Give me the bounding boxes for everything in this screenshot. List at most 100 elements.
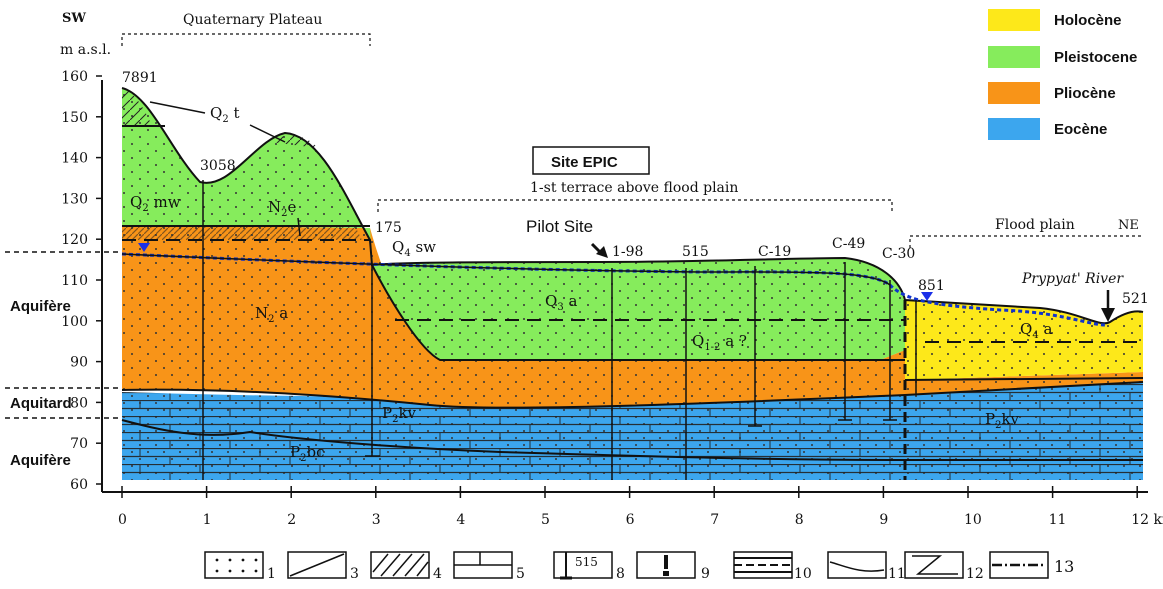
legend-swatch-pleistocene bbox=[988, 46, 1040, 68]
y-tick-label-120: 120 bbox=[61, 232, 88, 248]
y-tick-label-160: 160 bbox=[61, 69, 88, 85]
borehole-bottoms bbox=[365, 419, 897, 457]
pilot-site-arrow bbox=[590, 242, 602, 254]
legend-swatch-holocene bbox=[988, 9, 1040, 31]
symbol-10-label: 10 bbox=[794, 566, 812, 582]
x-tick-label-5: 5 bbox=[541, 512, 550, 528]
unit-p2kv-left: P2kv bbox=[382, 404, 417, 425]
symbol-12-label: 12 bbox=[966, 566, 984, 582]
n2e-band bbox=[122, 226, 362, 240]
y-tick-label-90: 90 bbox=[70, 355, 88, 371]
y-axis-ticks bbox=[96, 75, 102, 485]
floodplain-bracket bbox=[909, 235, 1143, 248]
unit-q2t-arrow bbox=[149, 101, 206, 114]
symbol-1-number: 1 bbox=[267, 566, 276, 582]
symbol-11-box bbox=[827, 551, 887, 579]
x-axis-ticks bbox=[121, 486, 1138, 498]
legend-label-holocene: Holocène bbox=[1054, 12, 1122, 29]
well-175: 175 bbox=[375, 220, 402, 236]
y-tick-label-70: 70 bbox=[70, 436, 88, 452]
water-level-marker-right bbox=[921, 292, 933, 301]
symbol-4-box bbox=[370, 551, 430, 579]
plateau-bracket bbox=[121, 33, 371, 46]
aquifere-bottom-label: Aquifère bbox=[10, 452, 71, 469]
boundaries bbox=[121, 87, 1144, 480]
y-tick-label-60: 60 bbox=[70, 477, 88, 493]
boreholes bbox=[202, 180, 917, 480]
unit-p2kv-right: P2kv bbox=[985, 410, 1020, 431]
symbol-9-label: 9 bbox=[701, 566, 710, 582]
unit-q2t: Q2 t bbox=[210, 104, 239, 125]
aquifer-dividers bbox=[5, 251, 122, 419]
water-level-marker-left bbox=[138, 243, 150, 252]
well-c-49: C-49 bbox=[832, 236, 865, 252]
symbol-4-hatch bbox=[372, 553, 429, 577]
legend-label-eocene: Eocène bbox=[1054, 121, 1107, 138]
unit-p2bc: P2bc bbox=[290, 443, 324, 464]
y-tick-label-80: 80 bbox=[70, 395, 88, 411]
internal-dashed bbox=[122, 239, 1143, 343]
x-tick-label-4: 4 bbox=[456, 512, 465, 528]
symbol-5-brick bbox=[454, 552, 512, 566]
ne-label: NE bbox=[1118, 218, 1139, 233]
y-tick-label-150: 150 bbox=[61, 110, 88, 126]
aquifere-top-label: Aquifère bbox=[10, 298, 71, 315]
well-c-19: C-19 bbox=[758, 244, 791, 260]
unit-q4sw: Q4 sw bbox=[392, 238, 436, 259]
river-arrowhead bbox=[1101, 308, 1115, 322]
well-7891: 7891 bbox=[122, 70, 158, 86]
symbol-1-box bbox=[204, 551, 264, 579]
terrace-bracket bbox=[377, 199, 893, 212]
symbol-8-number: 515 bbox=[575, 555, 598, 569]
x-tick-label-2: 2 bbox=[287, 512, 296, 528]
symbol-8-label: 8 bbox=[616, 566, 625, 582]
unit-label: m a.s.l. bbox=[60, 42, 111, 58]
unit-n2e-arrow bbox=[297, 217, 301, 237]
symbol-11-line bbox=[829, 561, 885, 572]
floodplain-label: Flood plain bbox=[995, 217, 1075, 233]
well-1-98: 1-98 bbox=[612, 244, 643, 260]
well-c-30: C-30 bbox=[882, 246, 915, 262]
x-tick-label-11: 11 bbox=[1049, 512, 1067, 528]
x-tick-label-6: 6 bbox=[626, 512, 635, 528]
symbol-10-lines bbox=[734, 557, 792, 573]
terrace-label: 1-st terrace above flood plain bbox=[530, 180, 738, 196]
x-tick-label-8: 8 bbox=[795, 512, 804, 528]
symbol-5-number: 5 bbox=[516, 566, 525, 582]
water-table-solid bbox=[121, 253, 891, 286]
symbol-9-dot bbox=[663, 571, 669, 576]
x-tick-label-12: 12 km bbox=[1131, 512, 1163, 528]
symbol-3-slash bbox=[289, 553, 345, 577]
x-tick-label-0: 0 bbox=[118, 512, 127, 528]
legend-label-pleistocene: Pleistocene bbox=[1054, 49, 1137, 66]
symbol-12-zigzag bbox=[912, 555, 958, 575]
unit-n2e: N2e bbox=[268, 198, 297, 219]
y-tick-label-140: 140 bbox=[61, 151, 88, 167]
plateau-label: Quaternary Plateau bbox=[183, 12, 322, 28]
legend: Holocène Pleistocene Pliocène Eocène bbox=[988, 9, 1137, 140]
q2t-lens bbox=[122, 88, 152, 126]
unit-q12a: Q1-2 a ? bbox=[692, 332, 747, 353]
y-tick-label-100: 100 bbox=[61, 314, 88, 330]
river-label: Prypyat' River bbox=[1021, 271, 1124, 287]
layer-eocene bbox=[122, 380, 1143, 480]
y-tick-label-110: 110 bbox=[61, 273, 88, 289]
symbol-13-label: 13 bbox=[1054, 557, 1074, 576]
symbol-1-dots bbox=[215, 558, 258, 573]
pilot-site-arrowhead bbox=[596, 246, 608, 258]
aquitard-label: Aquitard bbox=[10, 395, 72, 412]
unit-q2t-arrow-right bbox=[249, 124, 286, 143]
symbol-4-number: 4 bbox=[433, 566, 442, 582]
symbol-3-number: 3 bbox=[350, 566, 359, 582]
q2t-lens-right bbox=[270, 135, 318, 148]
x-tick-label-10: 10 bbox=[964, 512, 982, 528]
x-tick-label-9: 9 bbox=[879, 512, 888, 528]
layer-pleistocene bbox=[122, 88, 905, 360]
legend-swatch-pliocene bbox=[988, 82, 1040, 104]
x-tick-label-3: 3 bbox=[372, 512, 381, 528]
legend-swatch-eocene bbox=[988, 118, 1040, 140]
site-epic-box bbox=[532, 146, 650, 175]
